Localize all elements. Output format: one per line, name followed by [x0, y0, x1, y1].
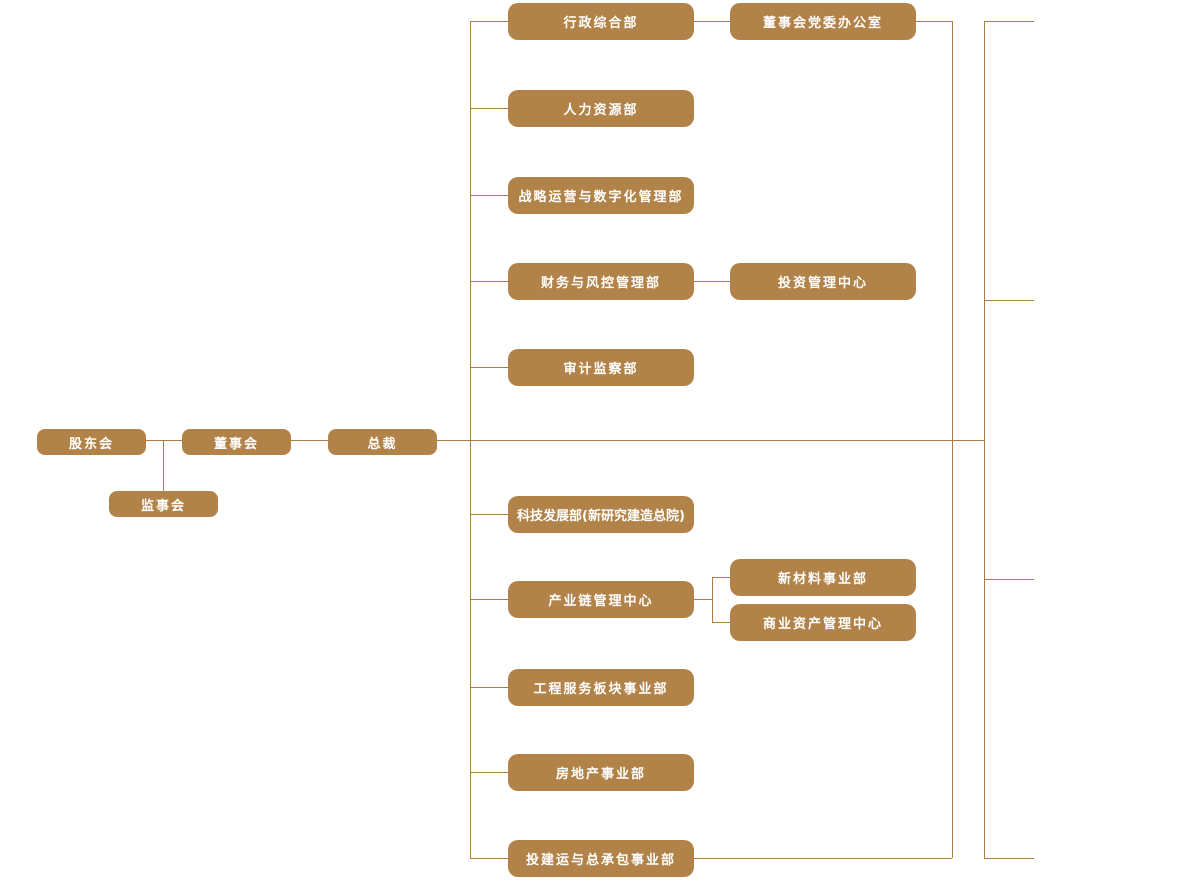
connector-admin-party-office [694, 21, 730, 22]
connector-finance-investment [694, 281, 730, 282]
trunk-departments [470, 21, 471, 858]
org-node-strategy-digital-dept: 战略运营与数字化管理部 [508, 177, 694, 214]
stub-finance [470, 281, 508, 282]
org-node-shareholders-meeting: 股东会 [37, 429, 146, 455]
org-node-board-of-directors: 董事会 [182, 429, 291, 455]
org-node-tech-development-dept: 科技发展部(新研究建造总院) [508, 496, 694, 533]
org-node-commercial-assets-center: 商业资产管理中心 [730, 604, 916, 641]
stub-right-outer-4 [984, 858, 1034, 859]
stub-audit [470, 367, 508, 368]
stub-engineering [470, 687, 508, 688]
trunk-right-outer [984, 21, 985, 858]
connector-bracket-commercial [712, 622, 730, 623]
stub-epc [470, 858, 508, 859]
org-node-admin-general-dept: 行政综合部 [508, 3, 694, 40]
stub-chain [470, 599, 508, 600]
connector-drop-supervisory [163, 441, 164, 491]
org-node-board-party-office: 董事会党委办公室 [730, 3, 916, 40]
bracket-chain-children [712, 577, 713, 623]
stub-hr [470, 108, 508, 109]
connector-shareholders-board [146, 440, 182, 441]
stub-right-outer-1 [984, 21, 1034, 22]
org-node-finance-risk-dept: 财务与风控管理部 [508, 263, 694, 300]
connector-president-main-trunk [437, 440, 984, 441]
org-node-president: 总裁 [328, 429, 437, 455]
stub-tech [470, 514, 508, 515]
org-node-engineering-services-dept: 工程服务板块事业部 [508, 669, 694, 706]
stub-strategy [470, 195, 508, 196]
connector-board-president [291, 440, 328, 441]
connector-bracket-materials [712, 577, 730, 578]
org-node-new-materials-dept: 新材料事业部 [730, 559, 916, 596]
org-node-industry-chain-center: 产业链管理中心 [508, 581, 694, 618]
org-node-investment-center: 投资管理中心 [730, 263, 916, 300]
org-node-audit-supervision-dept: 审计监察部 [508, 349, 694, 386]
connector-party-office-right-trunk [916, 21, 952, 22]
org-node-real-estate-dept: 房地产事业部 [508, 754, 694, 791]
stub-right-outer-3 [984, 579, 1034, 580]
stub-admin [470, 21, 508, 22]
connector-chain-bracket [694, 599, 712, 600]
stub-right-outer-2 [984, 300, 1034, 301]
org-node-epc-dept: 投建运与总承包事业部 [508, 840, 694, 877]
stub-realestate [470, 772, 508, 773]
org-node-hr-dept: 人力资源部 [508, 90, 694, 127]
connector-epc-right-trunk [694, 858, 952, 859]
trunk-right-inner [952, 21, 953, 858]
org-node-supervisory-board: 监事会 [109, 491, 218, 517]
